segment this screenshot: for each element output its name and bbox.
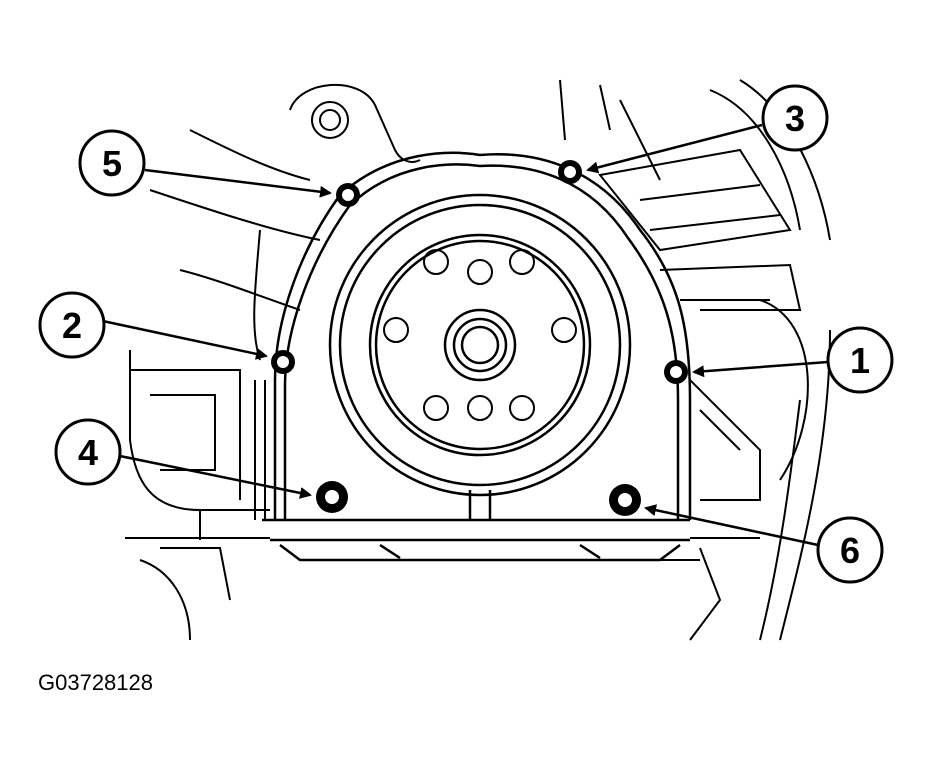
engine-block-outline <box>125 79 831 641</box>
arrow-1 <box>692 360 829 378</box>
arrow-3 <box>586 123 763 174</box>
bolt-2 <box>271 350 295 374</box>
arrow-2 <box>97 318 268 360</box>
arrow-5 <box>144 168 332 198</box>
callout-6: 6 <box>816 516 884 584</box>
callout-1: 1 <box>826 326 894 394</box>
bolt-1 <box>664 360 688 384</box>
callout-5-label: 5 <box>102 143 122 184</box>
callout-1-label: 1 <box>850 340 870 381</box>
callout-6-label: 6 <box>840 530 860 571</box>
callout-3: 3 <box>761 84 829 152</box>
callout-2: 2 <box>38 291 106 359</box>
bolt-6 <box>609 484 641 516</box>
arrow-4 <box>114 453 312 499</box>
callout-4: 4 <box>54 418 122 486</box>
seal-retainer-plate <box>262 151 692 562</box>
arrow-6 <box>644 504 819 547</box>
bolt-4 <box>316 481 348 513</box>
figure-reference-code: G03728128 <box>38 670 153 695</box>
bolt-3 <box>558 160 582 184</box>
callout-3-label: 3 <box>785 98 805 139</box>
callout-5: 5 <box>78 129 146 197</box>
flange-holes <box>383 249 577 421</box>
crankshaft-flange <box>328 193 632 497</box>
callout-2-label: 2 <box>62 305 82 346</box>
leader-arrows <box>97 123 829 547</box>
bolt-5 <box>336 183 360 207</box>
callout-4-label: 4 <box>78 432 98 473</box>
